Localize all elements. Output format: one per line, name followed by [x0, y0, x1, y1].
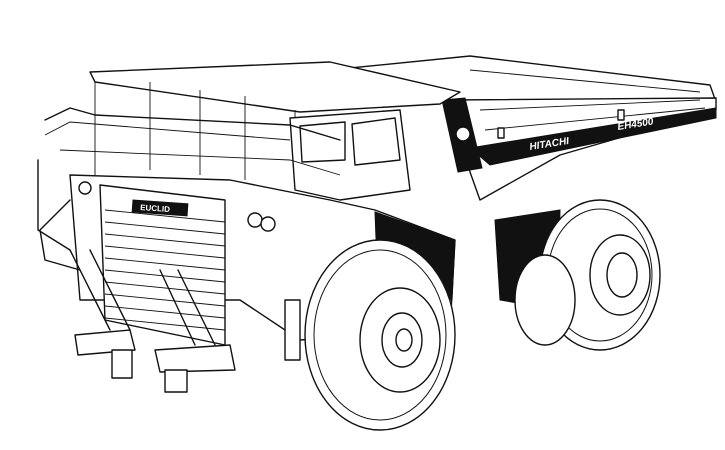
canopy	[89, 61, 461, 190]
radiator-grille	[104, 209, 226, 331]
front-wheel	[304, 239, 456, 431]
bumper	[74, 299, 301, 393]
railings	[37, 107, 341, 251]
rear-wheel	[514, 199, 661, 351]
grille-badge	[131, 199, 189, 217]
headlight-right-icon	[247, 212, 263, 228]
headlight-left-icon	[78, 181, 92, 195]
cab	[289, 109, 411, 201]
hitachi-logo-icon	[455, 126, 471, 142]
front-stairs	[69, 249, 216, 346]
grille-badge-text: EUCLID	[140, 203, 171, 214]
